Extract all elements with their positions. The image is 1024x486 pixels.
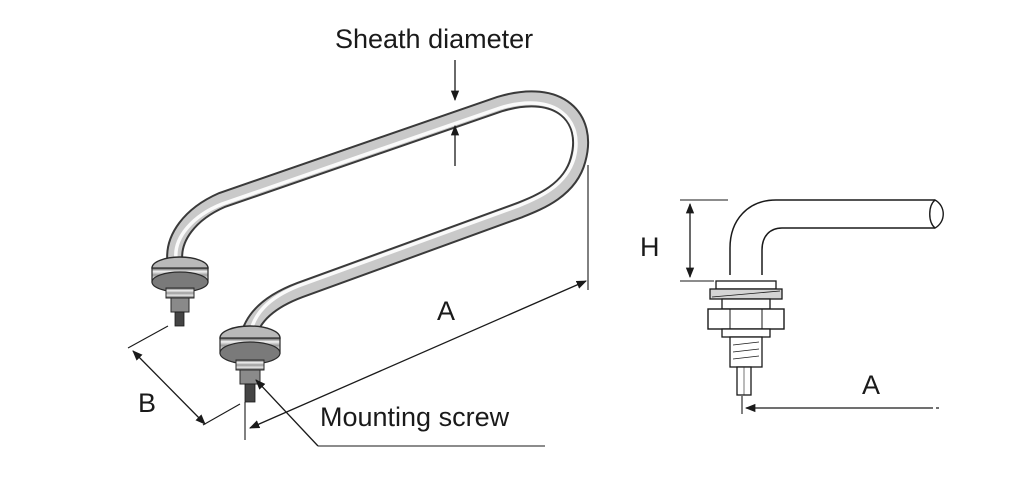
sheath-diameter-label: Sheath diameter [335, 24, 533, 54]
dimension-a-main [244, 165, 589, 440]
side-view-section [707, 199, 944, 396]
dimension-b [127, 325, 241, 426]
left-terminal-fitting [151, 256, 209, 327]
mounting-screw-leader [255, 379, 545, 447]
dimension-a-side-label: A [862, 370, 880, 400]
dimension-b-label: B [138, 388, 156, 418]
right-terminal-fitting [219, 325, 281, 403]
dimension-h [680, 199, 728, 282]
dimension-a-main-label: A [437, 296, 455, 326]
mounting-screw-label: Mounting screw [320, 402, 510, 432]
side-tube-horizontal [729, 199, 935, 275]
dimension-a-side [741, 396, 940, 414]
heater-tube-outline [166, 90, 590, 347]
side-tube-break [929, 199, 944, 229]
u-heater-illustration [151, 90, 590, 403]
dimension-h-label: H [640, 232, 660, 262]
